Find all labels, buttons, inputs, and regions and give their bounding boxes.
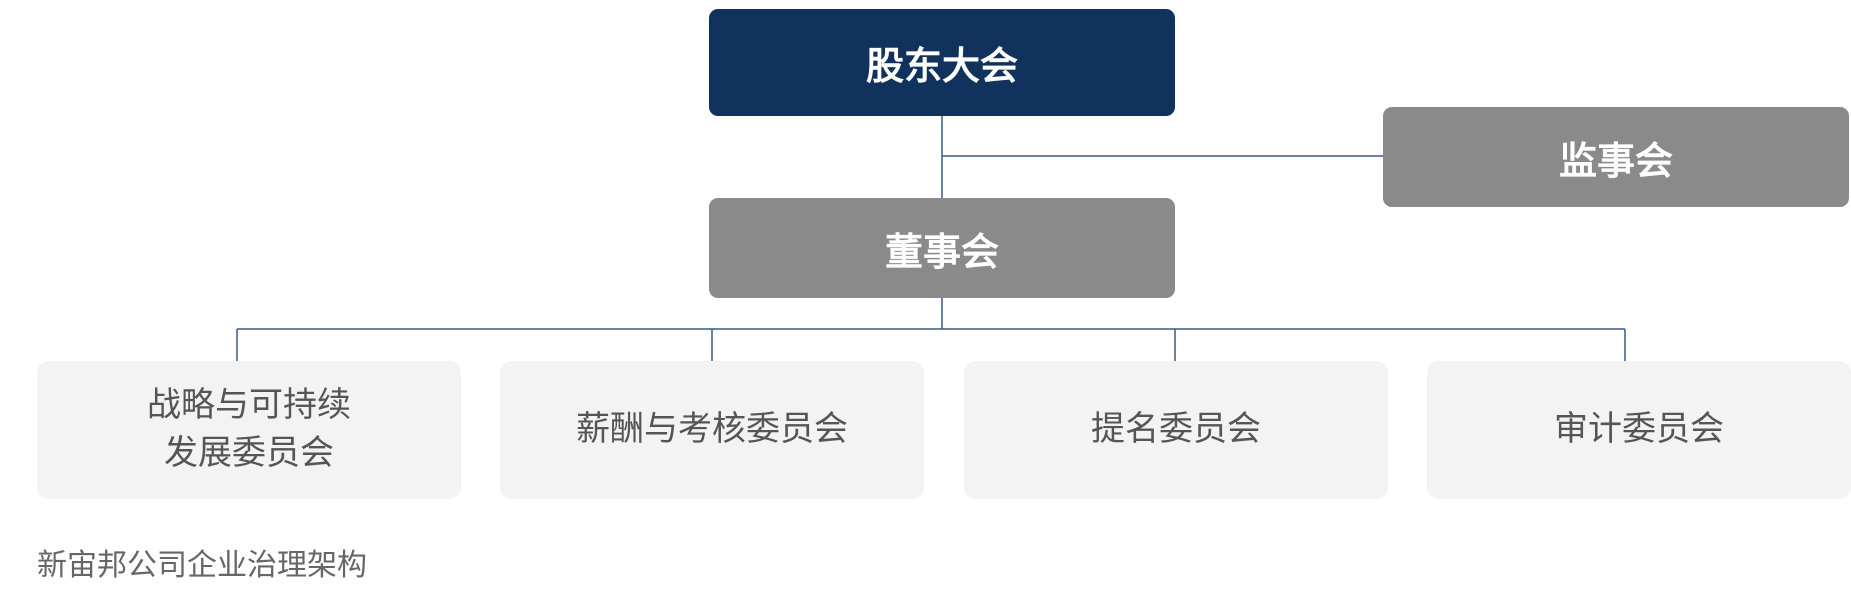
- committee-label: 审计委员会: [1554, 409, 1724, 450]
- strategy-sustainability-committee-box: 战略与可持续 发展委员会: [37, 361, 461, 499]
- supervisory-board-label: 监事会: [1558, 138, 1673, 183]
- shareholders-meeting-box: 股东大会: [709, 9, 1175, 116]
- committee-label: 薪酬与考核委员会: [576, 409, 848, 450]
- nomination-committee-box: 提名委员会: [964, 361, 1388, 499]
- board-of-directors-box: 董事会: [709, 198, 1175, 298]
- diagram-caption: 新宙邦公司企业治理架构: [37, 548, 367, 583]
- committee-label-line: 发展委员会: [164, 433, 334, 473]
- audit-committee-box: 审计委员会: [1427, 361, 1851, 499]
- committee-label: 提名委员会: [1091, 409, 1261, 450]
- board-of-directors-label: 董事会: [884, 229, 999, 274]
- shareholders-meeting-label: 股东大会: [865, 44, 1018, 88]
- committee-label-line: 战略与可持续: [147, 385, 351, 426]
- remuneration-appraisal-committee-box: 薪酬与考核委员会: [500, 361, 924, 499]
- supervisory-board-box: 监事会: [1383, 107, 1849, 207]
